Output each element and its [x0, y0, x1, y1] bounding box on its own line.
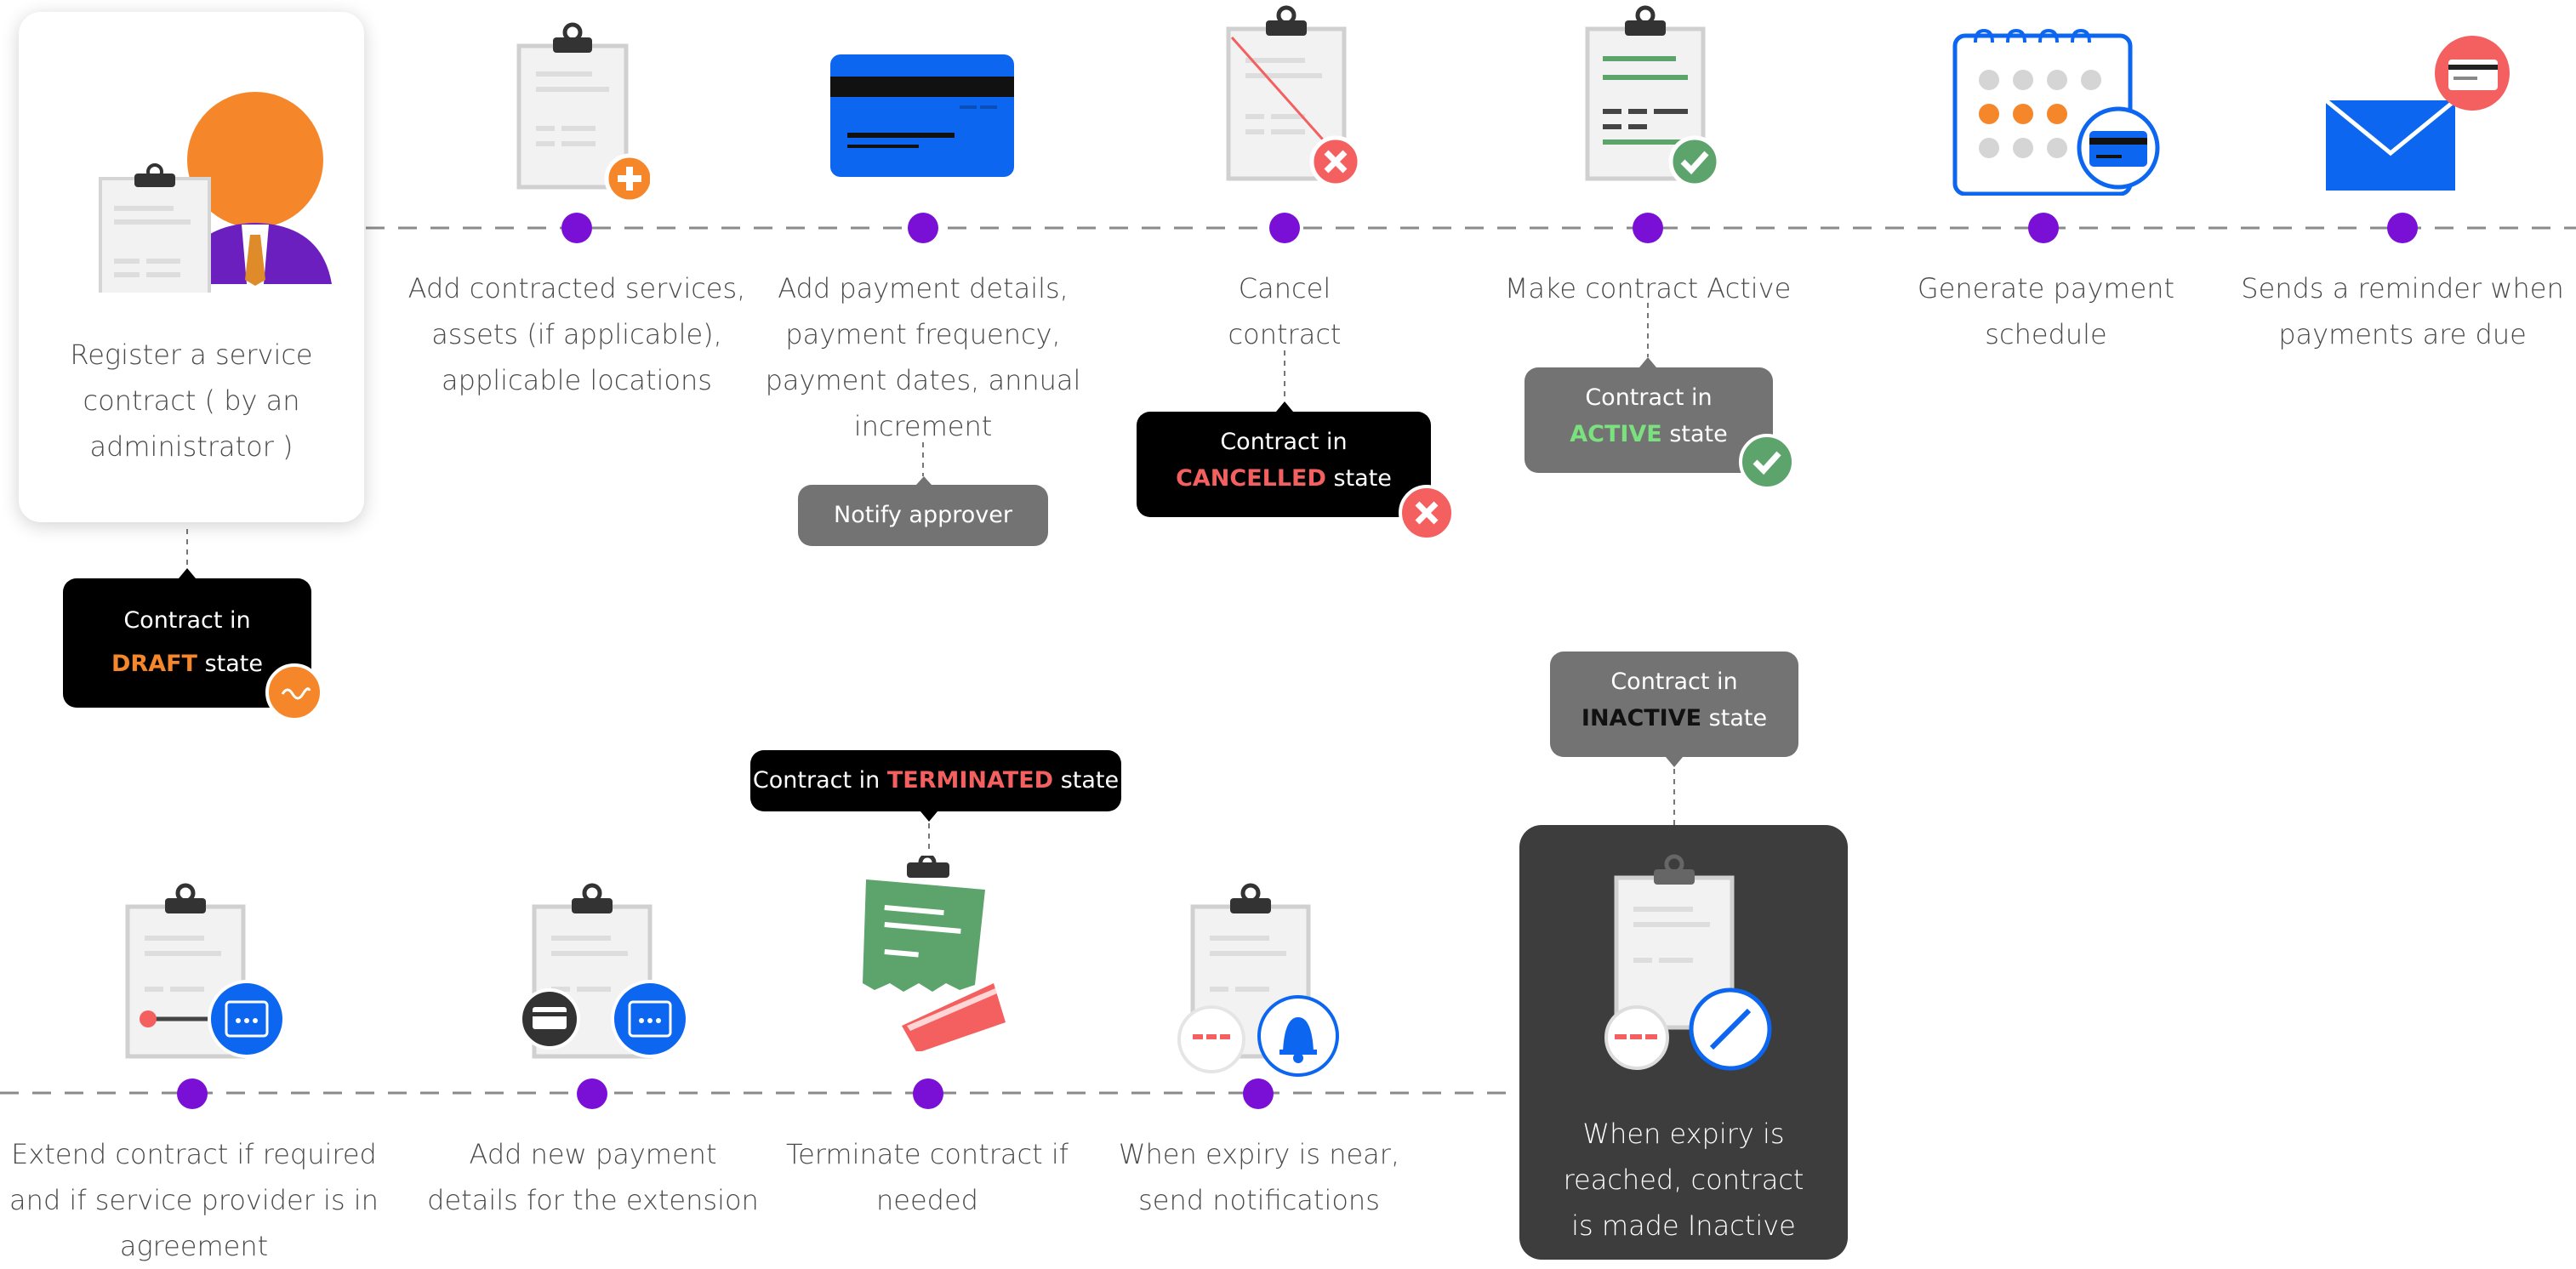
calendar-card-icon: [1952, 28, 2160, 196]
cancel-text: Cancel contract: [1228, 272, 1342, 350]
draft-keyword: DRAFT: [111, 651, 197, 677]
terminated-suffix: state: [1060, 767, 1120, 794]
active-pointer: [1639, 357, 1656, 367]
inactive-card: When expiry is reached, contract is made…: [1519, 825, 1848, 1260]
inactive-text: When expiry is reached, contract is made…: [1563, 1118, 1804, 1242]
timeline-node-add-services: [561, 213, 592, 243]
extend-text: Extend contract if required and if servi…: [9, 1138, 379, 1262]
active-suffix: state: [1669, 421, 1728, 447]
timeline-node-new-payment: [577, 1078, 607, 1109]
inactive-state-bubble: Contract in INACTIVE state: [1550, 652, 1798, 757]
clipboard-card-calendar-icon: [519, 883, 689, 1059]
expiry-near-text: When expiry is near, send notifications: [1118, 1138, 1400, 1216]
terminated-state-prefix: Contract in: [752, 767, 881, 794]
cancel-x-icon: [1399, 485, 1455, 541]
inactive-suffix: state: [1708, 705, 1768, 731]
terminated-keyword: TERMINATED: [886, 767, 1054, 794]
cancelled-keyword: CANCELLED: [1176, 465, 1326, 492]
timeline-node-active: [1633, 213, 1663, 243]
terminate-text: Terminate contract if needed: [786, 1138, 1069, 1216]
clipboard-add-icon: [516, 22, 650, 204]
notify-approver-label: Notify approver: [834, 502, 1012, 528]
draft-state-bubble: Contract in DRAFT state: [63, 578, 311, 708]
terminated-state-bubble: Contract in TERMINATED state: [750, 750, 1121, 811]
draft-state-prefix: Contract in: [123, 607, 251, 634]
clipboard-check-icon: [1585, 5, 1721, 188]
notify-approver-bubble: Notify approver: [798, 485, 1048, 546]
schedule-text: Generate payment schedule: [1917, 272, 2175, 350]
inactive-state-prefix: Contract in: [1610, 669, 1738, 695]
clipboard-cancel-icon: [1226, 5, 1362, 188]
credit-card-icon: [830, 54, 1014, 177]
active-state-bubble: Contract in ACTIVE state: [1525, 367, 1773, 473]
inactive-pointer: [1666, 757, 1683, 767]
cancelled-state-bubble: Contract in CANCELLED state: [1137, 412, 1431, 517]
inactive-keyword: INACTIVE: [1581, 705, 1702, 731]
add-services-text: Add contracted services, assets (if appl…: [407, 272, 746, 396]
terminated-pointer: [920, 811, 938, 822]
draft-wave-icon: [265, 663, 323, 721]
cancelled-state-prefix: Contract in: [1220, 429, 1348, 455]
draft-pointer: [179, 568, 196, 578]
administrator-with-clipboard-icon: [99, 92, 332, 293]
draft-suffix: state: [204, 651, 263, 677]
notify-pointer: [916, 476, 932, 485]
new-payment-text: Add new payment details for the extensio…: [427, 1138, 759, 1216]
torn-contract-icon: [863, 856, 1006, 1051]
check-icon: [1739, 434, 1795, 490]
reminder-text: Sends a reminder when payments are due: [2241, 272, 2564, 350]
timeline-node-terminate: [913, 1078, 943, 1109]
register-card: Register a service contract ( by an admi…: [19, 12, 364, 522]
timeline-node-expiry-near: [1243, 1078, 1274, 1109]
clipboard-disabled-icon: [1604, 854, 1772, 1071]
timeline-node-payment-details: [908, 213, 938, 243]
register-step-text: Register a service contract ( by an admi…: [70, 339, 313, 463]
envelope-card-icon: [2324, 36, 2510, 191]
active-text: Make contract Active: [1504, 272, 1792, 304]
timeline-node-reminder: [2387, 213, 2418, 243]
clipboard-bell-icon: [1177, 883, 1339, 1077]
cancelled-pointer: [1276, 401, 1293, 412]
active-state-prefix: Contract in: [1585, 384, 1713, 411]
cancelled-suffix: state: [1333, 465, 1392, 492]
timeline-node-schedule: [2028, 213, 2059, 243]
timeline-node-extend: [177, 1078, 208, 1109]
active-keyword: ACTIVE: [1570, 421, 1662, 447]
timeline-node-cancel: [1269, 213, 1300, 243]
payment-details-text: Add payment details, payment frequency, …: [765, 272, 1081, 442]
clipboard-calendar-icon: [125, 883, 286, 1059]
